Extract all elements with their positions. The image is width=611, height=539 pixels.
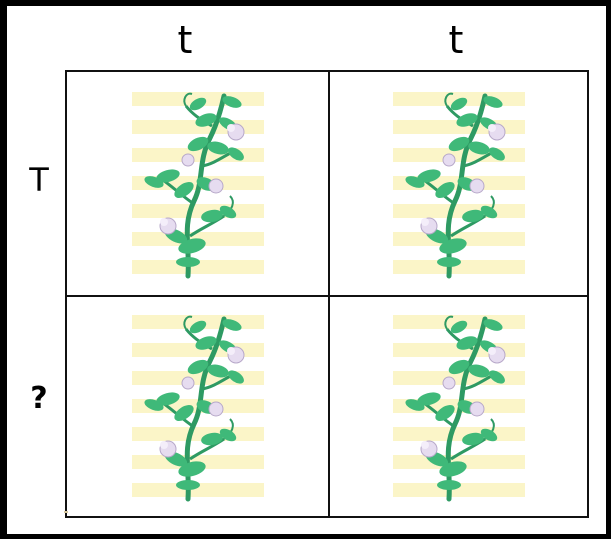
punnett-grid: [65, 70, 589, 518]
grid-cell-bottom-right: [328, 295, 587, 516]
pea-plant-icon: [393, 86, 525, 282]
pea-plant-icon: [132, 309, 264, 505]
pea-plant-icon: [393, 309, 525, 505]
row-label-top: T: [29, 161, 49, 199]
column-label-left: t: [177, 18, 193, 62]
grid-cell-top-right: [328, 72, 587, 295]
row-label-bottom: ?: [30, 381, 48, 416]
stray-mark: [64, 511, 68, 513]
punnett-square-panel: t t T ?: [7, 6, 606, 534]
pea-plant-icon: [132, 86, 264, 282]
grid-cell-bottom-left: [67, 295, 328, 516]
grid-cell-top-left: [67, 72, 328, 295]
column-label-right: t: [448, 18, 464, 62]
